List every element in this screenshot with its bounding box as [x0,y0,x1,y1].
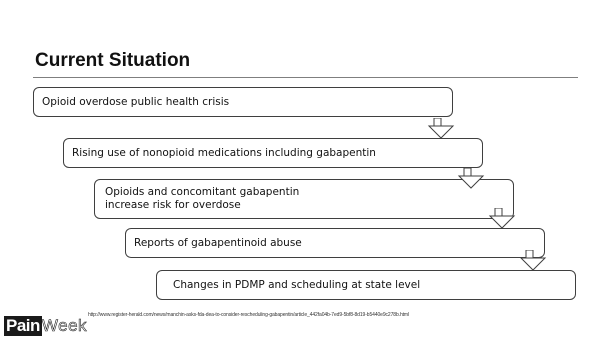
bent-arrow-icon [457,168,485,189]
step-box-1: Opioid overdose public health crisis [33,87,453,117]
step-box-5: Changes in PDMP and scheduling at state … [156,270,576,300]
title-divider [33,77,578,78]
source-url: http://www.register-herald.com/news/manc… [88,312,409,318]
bent-arrow-icon [519,250,547,271]
painweek-logo: Pain Week [4,316,87,336]
step-box-3: Opioids and concomitant gabapentin incre… [94,179,514,219]
bent-arrow-icon [488,208,516,229]
logo-part-week: Week [41,316,88,336]
bent-arrow-icon [427,118,455,139]
logo-part-pain: Pain [4,316,42,336]
step-box-2: Rising use of nonopioid medications incl… [63,138,483,168]
slide-title: Current Situation [35,50,191,71]
step-box-4: Reports of gabapentinoid abuse [125,228,545,258]
